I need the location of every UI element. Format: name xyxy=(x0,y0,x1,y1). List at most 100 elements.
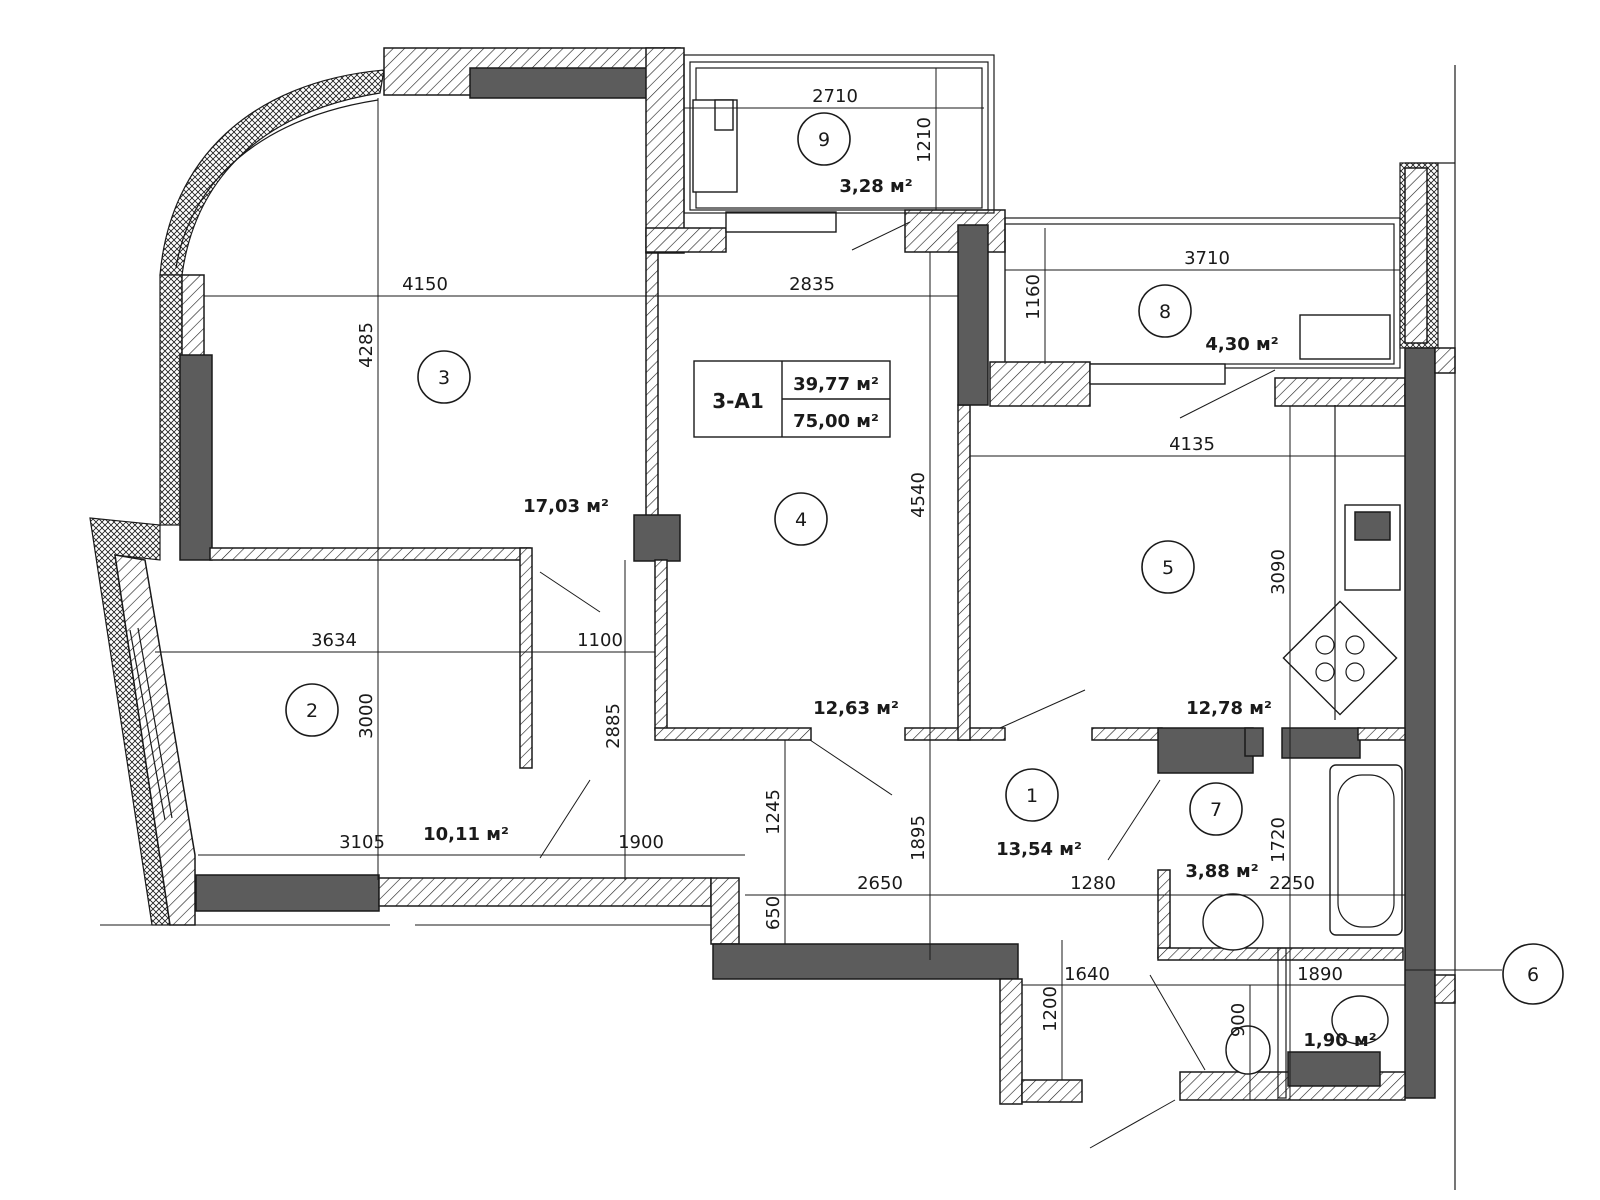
dim-3000: 3000 xyxy=(356,693,377,739)
slab-right xyxy=(1404,347,1436,1099)
dim-2710: 2710 xyxy=(812,86,858,107)
bathtub xyxy=(1329,764,1403,936)
dim-3710: 3710 xyxy=(1184,248,1230,269)
burner xyxy=(1315,635,1335,655)
dim-4150: 4150 xyxy=(402,274,448,295)
wall-wc-left xyxy=(1157,869,1171,959)
wall-room3-room4 xyxy=(645,251,659,523)
window-room4 xyxy=(725,211,837,233)
balcony9-frame xyxy=(683,54,995,214)
wc-area: 1,90 м² xyxy=(1303,1030,1376,1051)
dim-1160: 1160 xyxy=(1023,274,1044,320)
room-7-number: 7 xyxy=(1210,799,1222,821)
plan-code-table: 3-A1 39,77 м² 75,00 м² xyxy=(693,360,891,438)
room-1-area: 13,54 м² xyxy=(996,839,1082,860)
wall-room4-bottom-b xyxy=(904,727,1006,741)
wall-balcony8-right xyxy=(1274,377,1406,407)
dim-650: 650 xyxy=(763,896,784,930)
total-area: 75,00 м² xyxy=(793,411,879,432)
room-1-marker: 1 xyxy=(1005,768,1059,822)
column xyxy=(633,514,681,562)
wall-room4-top-left xyxy=(645,47,685,254)
wall-bath-divider xyxy=(1277,947,1287,1099)
dim-1895: 1895 xyxy=(908,815,929,861)
curved-facade-wall xyxy=(159,69,385,276)
dim-1890: 1890 xyxy=(1297,964,1343,985)
dim-4135: 4135 xyxy=(1169,434,1215,455)
wall-room2-right xyxy=(519,547,533,769)
dim-2835: 2835 xyxy=(789,274,835,295)
room-3-number: 3 xyxy=(438,367,450,389)
wall-wc-bottom xyxy=(1157,947,1404,961)
wall-left-room3-inner xyxy=(181,274,205,361)
room-7-marker: 7 xyxy=(1189,782,1243,836)
wall-right-ext-b xyxy=(1434,974,1456,1004)
slab-entrance xyxy=(712,943,1019,980)
slab-kitchen-bottom xyxy=(1157,727,1254,774)
wall-room4-bottom xyxy=(654,727,812,741)
room-7-area: 3,88 м² xyxy=(1185,861,1258,882)
room-3-marker: 3 xyxy=(417,350,471,404)
burner xyxy=(1345,635,1365,655)
room-1-number: 1 xyxy=(1026,785,1038,807)
curved-window-line xyxy=(175,99,379,269)
room-2-marker: 2 xyxy=(285,683,339,737)
slab-room4-right xyxy=(957,224,989,406)
balcony8-fixture xyxy=(1299,314,1391,360)
window-line-room2-b xyxy=(137,627,173,819)
dim-3634: 3634 xyxy=(311,630,357,651)
room-3-area: 17,03 м² xyxy=(523,496,609,517)
toilet xyxy=(1202,893,1264,951)
window-line-room2 xyxy=(129,629,166,821)
room-9-number: 9 xyxy=(818,129,830,151)
wash-basin xyxy=(1225,1025,1271,1075)
room-4-number: 4 xyxy=(795,509,807,531)
room-4-area: 12,63 м² xyxy=(813,698,899,719)
wall-balcony8-left xyxy=(989,361,1091,407)
dim-3105: 3105 xyxy=(339,832,385,853)
dim-4540: 4540 xyxy=(908,472,929,518)
dim-1640: 1640 xyxy=(1064,964,1110,985)
dimension-labels: 2710 1210 4150 4285 2835 3710 1160 4540 … xyxy=(311,86,1343,1037)
dim-1200: 1200 xyxy=(1040,986,1061,1032)
slab-kitchen-bottom-c xyxy=(1281,727,1361,759)
dim-2885: 2885 xyxy=(603,703,624,749)
slab-bottom-room2 xyxy=(195,874,380,912)
axis-label: 6 xyxy=(1527,964,1539,986)
wall-room3-room2 xyxy=(209,547,531,561)
wall-kitchen-bottom-left xyxy=(1091,727,1163,741)
room-areas: 13,54 м² 10,11 м² 17,03 м² 12,63 м² 12,7… xyxy=(423,176,1377,1051)
dim-1720: 1720 xyxy=(1268,817,1289,863)
room-5-area: 12,78 м² xyxy=(1186,698,1272,719)
wall-bottom-step xyxy=(710,877,740,945)
wall-right-upper-hatch xyxy=(1404,167,1428,344)
walls xyxy=(89,47,1456,1190)
room-8-number: 8 xyxy=(1159,301,1171,323)
room-5-number: 5 xyxy=(1162,557,1174,579)
window-balcony8 xyxy=(1089,363,1226,385)
wall-left-room2-hatch xyxy=(114,554,196,926)
dim-1100: 1100 xyxy=(577,630,623,651)
dim-1210: 1210 xyxy=(914,117,935,163)
axis-6-marker: 6 xyxy=(1502,943,1564,1005)
dim-1280: 1280 xyxy=(1070,873,1116,894)
slab-kitchen-bottom-b xyxy=(1244,727,1264,757)
room-9-area: 3,28 м² xyxy=(839,176,912,197)
dim-1245: 1245 xyxy=(763,789,784,835)
dim-2250: 2250 xyxy=(1269,873,1315,894)
wall-entrance-right-b xyxy=(1021,1079,1083,1103)
balcony9-fixture-top xyxy=(714,99,734,131)
dim-3090: 3090 xyxy=(1268,549,1289,595)
dim-4285: 4285 xyxy=(356,322,377,368)
room-2-area: 10,11 м² xyxy=(423,824,509,845)
dim-2650: 2650 xyxy=(857,873,903,894)
room-9-marker: 9 xyxy=(797,112,851,166)
burner xyxy=(1345,662,1365,682)
wall-bottom-room2 xyxy=(378,877,712,907)
living-area: 39,77 м² xyxy=(793,374,879,395)
stove xyxy=(1282,600,1398,716)
room-2-number: 2 xyxy=(306,700,318,722)
wall-right-ext xyxy=(1434,347,1456,374)
plan-code: 3-A1 xyxy=(712,389,764,413)
